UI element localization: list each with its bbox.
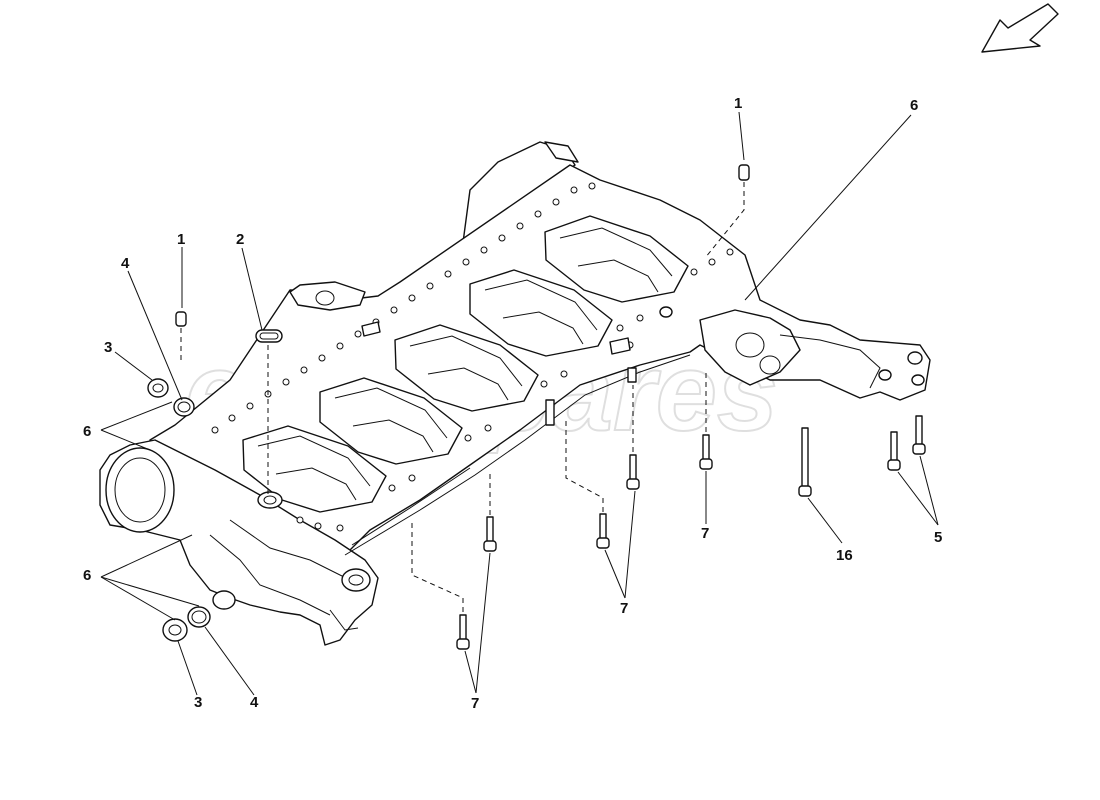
bearing-bay [469, 269, 613, 357]
bearing-bay [242, 425, 387, 513]
plug-upper [147, 378, 169, 398]
seal-ring-upper [173, 397, 195, 417]
bearing-bay [319, 377, 463, 465]
callout-4: 4 [121, 255, 130, 272]
direction-arrow-icon [981, 3, 1059, 53]
dowel-pin-top [738, 164, 750, 181]
callout-7: 7 [620, 600, 628, 617]
bolt [483, 516, 497, 552]
bolt [699, 434, 713, 470]
callout-7: 7 [471, 695, 479, 712]
oil-passage-o-ring [255, 329, 283, 343]
bearing-bay [394, 324, 539, 412]
bolt [912, 415, 926, 455]
callout-4: 4 [250, 694, 259, 711]
long-bolt [798, 427, 812, 497]
callout-6: 6 [83, 567, 91, 584]
callout-6: 6 [910, 97, 918, 114]
bolt [626, 454, 640, 490]
callout-1: 1 [177, 231, 185, 248]
callout-2: 2 [236, 231, 244, 248]
callout-1: 1 [734, 95, 742, 112]
callout-3: 3 [104, 339, 112, 356]
callout-7: 7 [701, 525, 709, 542]
bolt [456, 614, 470, 650]
callout-5: 5 [934, 529, 942, 546]
plug-lower [162, 618, 188, 642]
bolt [596, 513, 610, 549]
dowel-pin-left [175, 311, 187, 327]
crankcase-lower-half [99, 141, 931, 646]
callout-3: 3 [194, 694, 202, 711]
bearing-bay [544, 215, 689, 303]
bolt [887, 431, 901, 471]
seal-ring-lower [187, 606, 211, 628]
callout-16: 16 [836, 547, 853, 564]
callout-6: 6 [83, 423, 91, 440]
